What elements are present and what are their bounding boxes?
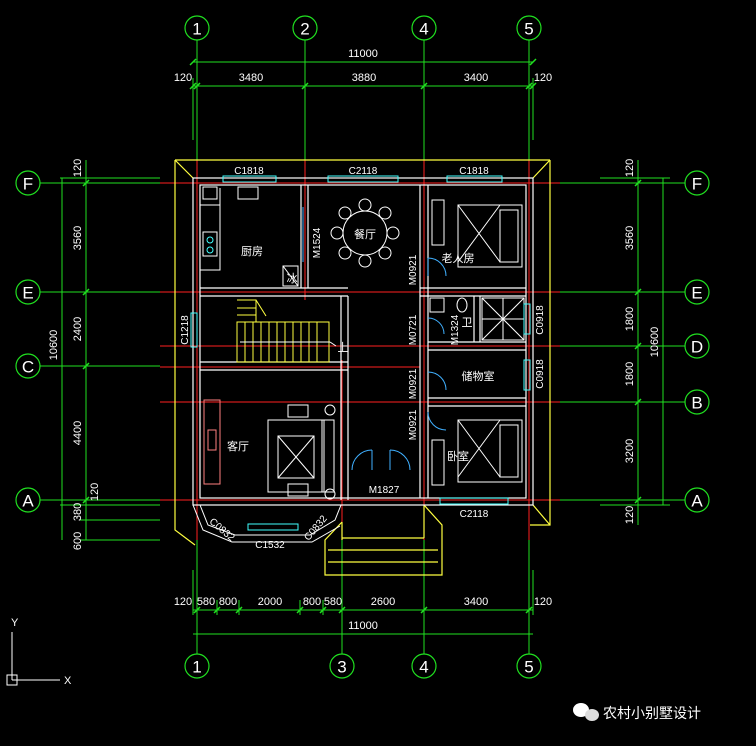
axis-grid <box>160 150 560 540</box>
axis-right-f: F <box>692 175 702 194</box>
bedroom-bed-icon <box>431 419 523 486</box>
room-bathroom: 卫 <box>462 316 473 329</box>
ucs-x-label: X <box>64 675 72 687</box>
code-m1827: M1827 <box>369 485 400 496</box>
dim-left-seg-1: 120 <box>72 159 84 177</box>
windows <box>190 175 531 531</box>
elder-bed-icon <box>431 199 523 268</box>
dim-bottom-seg-8: 3400 <box>464 596 488 608</box>
code-c0918-b: C0918 <box>535 359 546 389</box>
room-bedroom: 卧室 <box>447 449 469 463</box>
ucs-y-label: Y <box>11 617 19 629</box>
dim-right-seg-1: 120 <box>624 159 636 177</box>
dining-table-icon <box>330 198 400 268</box>
code-c1218: C1218 <box>180 315 191 345</box>
axis-top-4: 4 <box>419 20 428 39</box>
code-c0918-a: C0918 <box>535 305 546 335</box>
axis-bottom-5: 5 <box>524 658 533 677</box>
dim-left-seg-3: 2400 <box>72 317 84 341</box>
dim-left-seg-4: 4400 <box>72 421 84 445</box>
dim-top-seg-3: 3880 <box>352 72 376 84</box>
room-kitchen: 厨房 <box>241 245 263 258</box>
axis-right-e: E <box>691 284 702 303</box>
axis-left-a: A <box>22 492 34 511</box>
axis-top-5: 5 <box>524 20 533 39</box>
dim-right-seg-5: 3200 <box>624 439 636 463</box>
dim-top-seg-2: 3480 <box>239 72 263 84</box>
wechat-icon <box>573 703 599 721</box>
axis-right-d: D <box>691 338 703 357</box>
dim-top-seg-4: 3400 <box>464 72 488 84</box>
axis-left-c: C <box>22 358 34 377</box>
sofa-icon <box>203 399 336 500</box>
dimension-ticks <box>82 58 642 614</box>
code-m0921-c: M0921 <box>408 409 419 440</box>
axis-right-a: A <box>691 492 703 511</box>
code-m0921-a: M0921 <box>408 254 419 285</box>
room-living: 客厅 <box>227 439 249 453</box>
axis-left-f: F <box>23 175 33 194</box>
kitchen-counter-icon <box>200 186 299 287</box>
dim-right-total: 10600 <box>649 327 661 358</box>
dim-bottom-seg-1: 120 <box>174 596 192 608</box>
bay-window <box>192 504 342 543</box>
ucs-icon <box>6 632 60 686</box>
code-c0832-a: C0832 <box>207 516 237 544</box>
axis-top-2: 2 <box>300 20 309 39</box>
dim-right-seg-2: 3560 <box>624 226 636 250</box>
dim-top-seg-1: 120 <box>174 72 192 84</box>
axis-bottom-1: 1 <box>192 658 201 677</box>
dim-left-total: 10600 <box>48 330 60 361</box>
dim-bottom-seg-9: 120 <box>534 596 552 608</box>
staircase <box>236 299 337 363</box>
axis-bubbles <box>15 15 710 679</box>
stair-up-label: 上 <box>338 341 349 354</box>
code-c2118-bottom: C2118 <box>460 509 489 520</box>
axis-bottom-4: 4 <box>419 658 428 677</box>
code-m1324: M1324 <box>450 314 461 345</box>
code-m0921-b: M0921 <box>408 368 419 399</box>
code-c1818-a: C1818 <box>234 166 264 177</box>
watermark-text: 农村小别墅设计 <box>603 706 701 722</box>
dim-left-seg-7: 600 <box>72 532 84 550</box>
dim-bottom-seg-2: 580 <box>197 596 215 608</box>
dim-right-seg-4: 1800 <box>624 362 636 386</box>
dim-bottom-seg-7: 2600 <box>371 596 395 608</box>
fridge-label: 冰 <box>287 272 298 285</box>
axis-left-e: E <box>22 284 33 303</box>
axis-top-1: 1 <box>192 20 201 39</box>
room-storage: 储物室 <box>462 369 495 383</box>
dim-top-total: 11000 <box>348 48 378 60</box>
room-dining: 餐厅 <box>354 227 376 241</box>
dim-bottom-seg-4: 2000 <box>258 596 282 608</box>
code-c1532: C1532 <box>255 540 285 551</box>
code-m1524: M1524 <box>312 227 323 258</box>
bathroom-fixtures-icon <box>429 297 525 341</box>
dim-bottom-total: 11000 <box>348 620 378 632</box>
doors <box>302 207 447 471</box>
dim-bottom-seg-3: 800 <box>219 596 237 608</box>
roof-outline <box>174 159 551 576</box>
dim-left-seg-6: 380 <box>72 503 84 521</box>
dim-bottom-seg-6: 580 <box>324 596 342 608</box>
dim-top-seg-5: 120 <box>534 72 552 84</box>
dim-right-seg-6: 120 <box>624 506 636 524</box>
code-m0721: M0721 <box>408 314 419 345</box>
code-c2118-top: C2118 <box>349 166 378 177</box>
dimension-lines <box>40 40 685 655</box>
axis-right-b: B <box>691 394 702 413</box>
dim-right-seg-3: 1800 <box>624 307 636 331</box>
dim-left-seg-2: 3560 <box>72 226 84 250</box>
room-elder-bedroom: 老人房 <box>442 252 475 265</box>
dim-left-seg-5: 120 <box>89 483 101 501</box>
dim-bottom-seg-5: 800 <box>303 596 321 608</box>
axis-bottom-3: 3 <box>337 658 346 677</box>
code-c1818-b: C1818 <box>459 166 489 177</box>
walls <box>192 177 534 506</box>
